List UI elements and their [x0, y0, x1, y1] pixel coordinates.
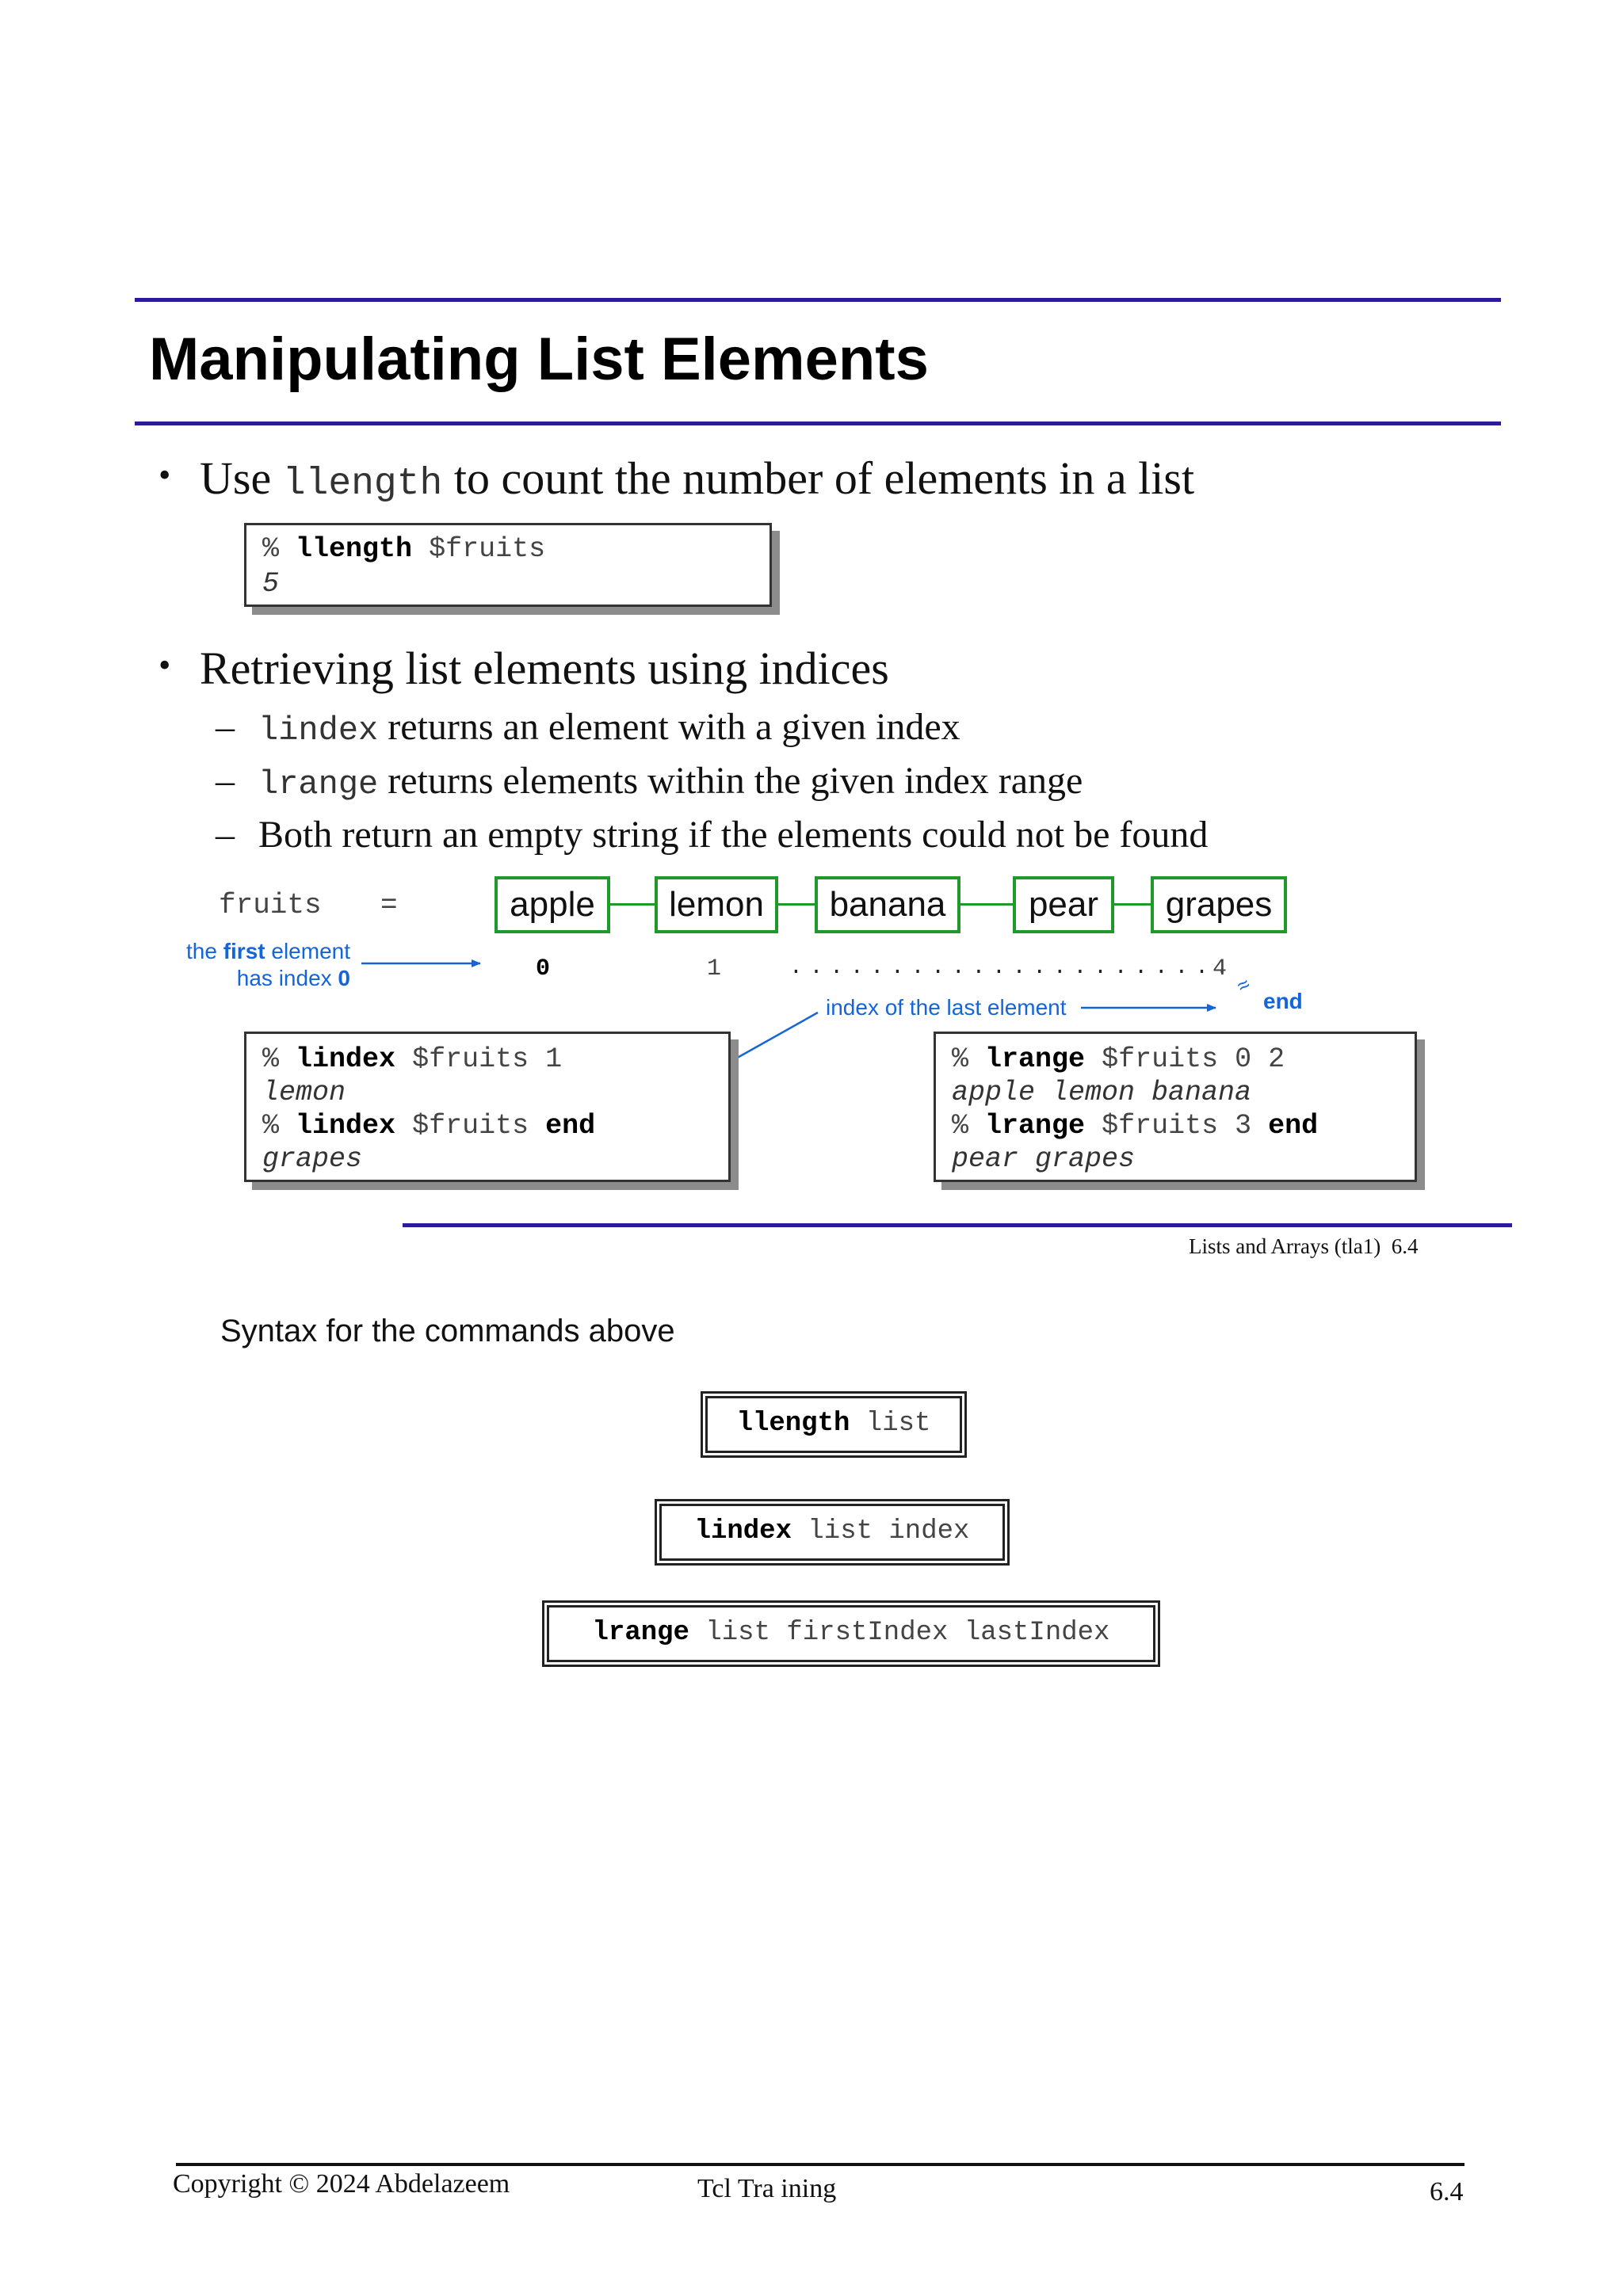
- sub-bullet-empty: –Both return an empty string if the elem…: [216, 814, 1209, 856]
- list-element: lemon: [655, 876, 778, 933]
- bullet-llength: Use llength to count the number of eleme…: [200, 452, 1194, 505]
- slide-footer-rule: [403, 1223, 1512, 1227]
- first-element-note: the first element has index 0: [185, 939, 350, 990]
- code-output: lemon: [262, 1077, 346, 1108]
- index-dots: . . . . . . . . . . . . . . . . . . . . …: [789, 955, 1229, 980]
- list-connector: [959, 903, 1014, 906]
- list-connector: [777, 903, 816, 906]
- code-output: 5: [262, 568, 280, 600]
- code-output: pear grapes: [952, 1143, 1136, 1175]
- end-label: end: [1263, 989, 1303, 1013]
- index-label-0: 0: [536, 955, 551, 982]
- list-element: pear: [1013, 876, 1114, 933]
- page-footer-rule: [176, 2163, 1465, 2166]
- bullet-dot: •: [158, 456, 171, 494]
- code-line: % llength $fruits: [262, 533, 546, 565]
- course-name: Tcl Tra ining: [697, 2174, 837, 2203]
- code-line: % lindex $fruits end: [262, 1110, 596, 1142]
- bullet-text: to count the number of elements in a lis…: [453, 452, 1195, 504]
- inline-code-lrange: lrange: [258, 765, 379, 803]
- page-number: 6.4: [1430, 2177, 1464, 2206]
- list-connector: [1113, 903, 1152, 906]
- bullet-text: Use: [200, 452, 272, 504]
- code-line: % lindex $fruits 1: [262, 1043, 563, 1075]
- bullet-retrieving: Retrieving list elements using indices: [200, 643, 889, 694]
- title-bottom-rule: [135, 421, 1501, 425]
- notes-heading: Syntax for the commands above: [220, 1314, 675, 1348]
- slide-footer-label: Lists and Arrays (tla1) 6.4: [1189, 1234, 1419, 1258]
- code-output: apple lemon banana: [952, 1077, 1252, 1108]
- syntax-box-llength: llength list: [701, 1391, 967, 1458]
- list-element: apple: [495, 876, 610, 933]
- index-label-4: 4: [1212, 955, 1228, 982]
- code-line: % lrange $fruits 3 end: [952, 1110, 1319, 1142]
- equals-sign: =: [380, 889, 398, 921]
- index-label-1: 1: [707, 955, 722, 982]
- page-title: Manipulating List Elements: [149, 326, 929, 393]
- list-element: banana: [815, 876, 960, 933]
- fruits-var-label: fruits: [219, 889, 322, 921]
- lindex-example-box: % lindex $fruits 1 lemon % lindex $fruit…: [244, 1032, 731, 1182]
- inline-code-lindex: lindex: [258, 711, 379, 749]
- syntax-box-lindex: lindex list index: [655, 1499, 1010, 1566]
- llength-example-box: % llength $fruits 5: [244, 523, 772, 607]
- code-output: grapes: [262, 1143, 363, 1175]
- syntax-box-lrange: lrange list firstIndex lastIndex: [542, 1600, 1160, 1667]
- last-element-note: index of the last element: [826, 995, 1067, 1020]
- sub-bullet-lindex: –lindex returns an element with a given …: [216, 706, 960, 749]
- list-connector: [609, 903, 656, 906]
- lrange-example-box: % lrange $fruits 0 2 apple lemon banana …: [934, 1032, 1417, 1182]
- sub-bullet-lrange: –lrange returns elements within the give…: [216, 760, 1083, 803]
- list-element: grapes: [1151, 876, 1287, 933]
- inline-code-llength: llength: [282, 463, 443, 505]
- title-top-rule: [135, 298, 1501, 302]
- copyright-text: Copyright © 2024 Abdelazeem: [173, 2169, 510, 2199]
- code-line: % lrange $fruits 0 2: [952, 1043, 1285, 1075]
- approx-sign: ≈: [1232, 971, 1254, 998]
- bullet-dot: •: [158, 646, 171, 685]
